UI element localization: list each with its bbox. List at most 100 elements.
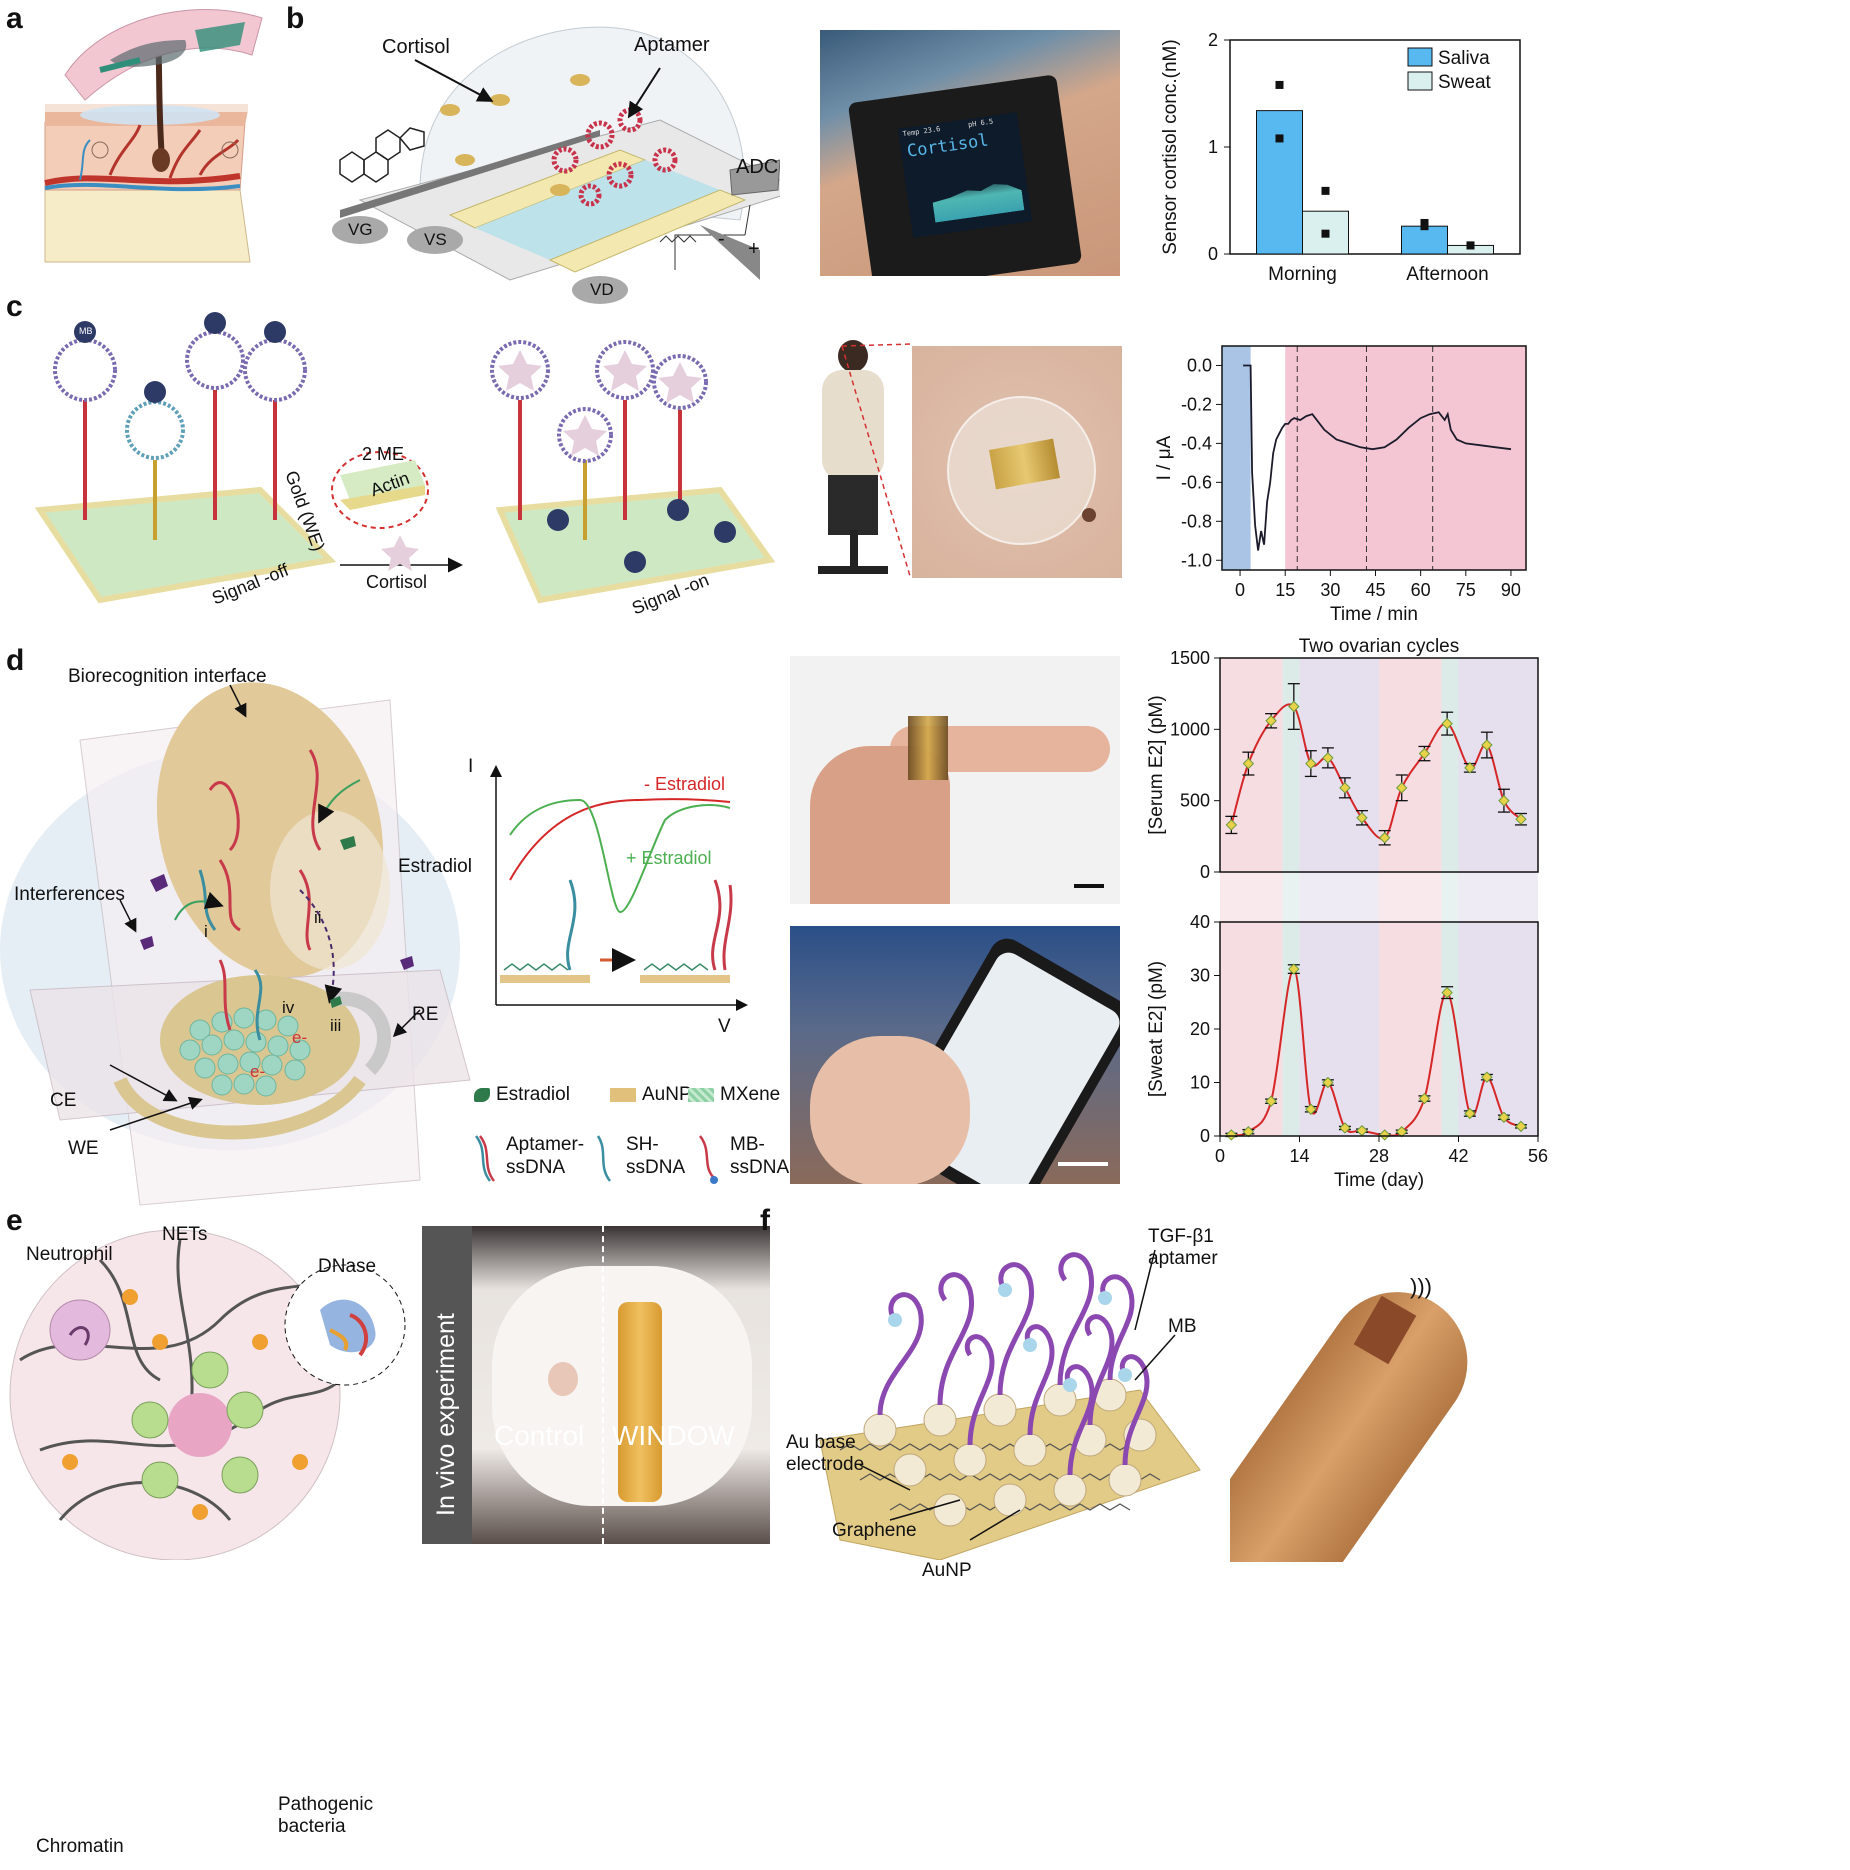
two-me-label: 2 ME [362, 444, 405, 464]
cortisol-label: Cortisol [382, 36, 450, 58]
data-marker [1515, 813, 1527, 825]
legend-mxene: MXene [688, 1084, 780, 1106]
i-axis-label: I [468, 756, 474, 777]
x-tick-label: 45 [1365, 580, 1385, 600]
legend-aunps: AuNPs [610, 1084, 701, 1106]
fet-sensor-illustration [332, 26, 780, 304]
window-label: WINDOW [612, 1420, 735, 1451]
step-iv-label: iv [282, 998, 295, 1017]
data-marker [1378, 832, 1391, 844]
panel-letter-d: d [6, 644, 25, 677]
tgf-label: TGF-β1 aptamer [1148, 1226, 1218, 1269]
y-tick-label: -0.2 [1181, 394, 1212, 414]
legend-mxene-text: MXene [720, 1084, 781, 1105]
ssdna-legend-icons [474, 1135, 718, 1184]
nets-label: NETs [162, 1224, 208, 1245]
data-marker [1322, 752, 1334, 764]
y-tick-label: -0.8 [1181, 511, 1212, 531]
data-point [1321, 186, 1330, 195]
x-tick-label: Morning [1268, 264, 1337, 285]
data-marker [1515, 1120, 1527, 1133]
y-axis-label: [Sweat E2] (pM) [1146, 961, 1167, 1097]
data-marker [1305, 1103, 1317, 1115]
legend-label: Sweat [1438, 72, 1492, 93]
cyclist-torso [822, 370, 884, 480]
plus-label: + [748, 238, 760, 260]
legend-label: Saliva [1438, 48, 1490, 69]
skin-illustration [44, 8, 263, 263]
gap-band [1218, 873, 1540, 921]
ce-label: CE [50, 1090, 77, 1111]
legend-sh-ssdna: SH- ssDNA [626, 1134, 686, 1178]
data-marker [1242, 757, 1255, 770]
phase-band [1299, 658, 1379, 1136]
window-sensor [618, 1302, 662, 1502]
data-marker [1305, 757, 1317, 770]
y-tick-label: 40 [1190, 912, 1210, 932]
data-marker [1339, 1122, 1351, 1134]
data-marker [1322, 1076, 1334, 1089]
pathogenic-bacteria-label: Pathogenic bacteria [278, 1794, 374, 1837]
y-axis-label: Sensor cortisol conc.(nM) [1160, 39, 1181, 254]
we-label: WE [68, 1138, 99, 1159]
y-tick-label: -0.4 [1181, 433, 1212, 453]
phase-band [1458, 658, 1538, 1136]
phase-band [1379, 658, 1442, 1136]
x-tick-label: 56 [1528, 1146, 1548, 1166]
electron-label-1: e- [292, 1028, 308, 1047]
y-axis-label: I / μA [1154, 435, 1175, 480]
data-marker [1339, 782, 1351, 794]
interferences-label: Interferences [14, 884, 125, 905]
screen-temp: Temp 23.6 [902, 125, 941, 139]
hairpin-sensor-illustration [34, 312, 776, 604]
mb-f-label: MB [1168, 1316, 1197, 1337]
control-label: Control [494, 1420, 585, 1451]
data-marker [1396, 782, 1408, 794]
wireless-icon: ))) [1410, 1274, 1432, 1299]
cyclist-legs [828, 475, 878, 535]
data-marker [1481, 1071, 1493, 1083]
y-tick-label: 1500 [1170, 648, 1210, 668]
mxene-icon [688, 1088, 714, 1102]
bar [1256, 110, 1303, 255]
y-tick-label: 0.0 [1187, 355, 1212, 375]
data-marker [1225, 819, 1238, 831]
legend-mb-ssdna: MB- ssDNA [730, 1134, 790, 1178]
data-marker [1418, 1092, 1431, 1105]
scale-bar-1 [1074, 884, 1104, 888]
y-tick-label: 0 [1208, 244, 1218, 264]
cyclist-photo [800, 330, 910, 580]
v-axis-label: V [718, 1016, 731, 1037]
e2-curve [1230, 703, 1522, 840]
estradiol-d-label: Estradiol [398, 856, 472, 877]
data-marker [1288, 963, 1300, 975]
x-tick-label: Afternoon [1406, 264, 1488, 285]
x-tick-label: 75 [1456, 580, 1476, 600]
divider-line [602, 1226, 604, 1544]
phase-band [1282, 658, 1300, 1136]
plus-estradiol-label: + Estradiol [626, 848, 712, 868]
side-band [422, 1226, 472, 1544]
y-tick-label: 10 [1190, 1073, 1210, 1093]
x-tick-label: 42 [1448, 1146, 1468, 1166]
data-marker [1441, 717, 1453, 730]
dnase-label: DNase [318, 1256, 377, 1277]
y-tick-label: 500 [1180, 791, 1210, 811]
y-tick-label: 2 [1208, 30, 1218, 50]
plot-frame [1221, 345, 1527, 571]
panel-letter-f: f [760, 1204, 770, 1237]
x-tick-label: 30 [1320, 580, 1340, 600]
control-wound [548, 1362, 578, 1396]
au-base-label: Au base electrode [786, 1432, 865, 1475]
biorecognition-label: Biorecognition interface [68, 666, 267, 687]
panel-letter-a: a [6, 2, 23, 35]
data-point [1275, 134, 1284, 143]
hand-holding [810, 1036, 970, 1184]
bike-stand [850, 530, 858, 570]
neutrophil-label: Neutrophil [26, 1244, 113, 1265]
data-point [1321, 229, 1330, 238]
vs-label: VS [424, 230, 447, 249]
